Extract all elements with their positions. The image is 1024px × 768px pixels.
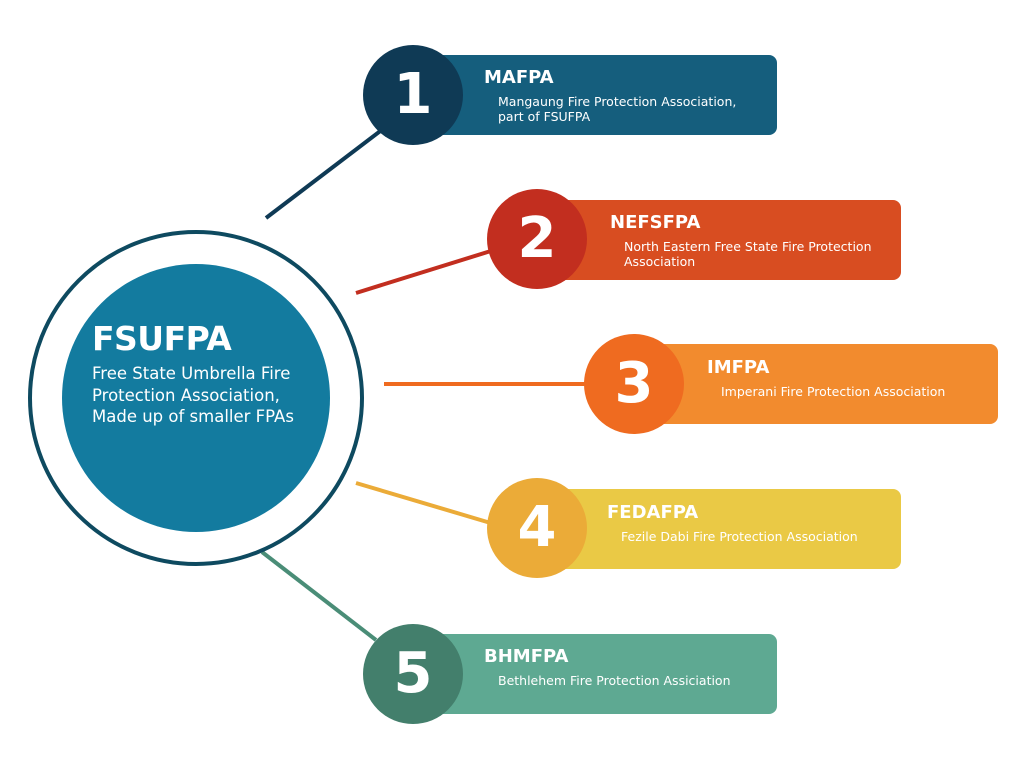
hub-description: Free State Umbrella Fire Protection Asso… — [92, 364, 294, 426]
item-abbr-2: NEFSFPA — [610, 212, 701, 233]
item-description-5: Bethlehem Fire Protection Assiciation — [498, 673, 731, 688]
item-number-circle-3: 3 — [584, 334, 684, 434]
connector-line-2 — [355, 248, 495, 295]
connector-line-5 — [260, 550, 378, 642]
item-abbr-1: MAFPA — [484, 67, 554, 88]
item-description-2: North Eastern Free State Fire Protection… — [624, 239, 872, 269]
hub-circle — [62, 264, 330, 532]
item-number-circle-1: 1 — [363, 45, 463, 145]
item-description-4: Fezile Dabi Fire Protection Association — [621, 529, 858, 544]
item-abbr-3: IMFPA — [707, 357, 770, 378]
item-description-1: Mangaung Fire Protection Association, pa… — [498, 94, 737, 124]
item-number-circle-5: 5 — [363, 624, 463, 724]
item-abbr-5: BHMFPA — [484, 646, 569, 667]
item-description-3: Imperani Fire Protection Association — [721, 384, 946, 399]
item-abbr-4: FEDAFPA — [607, 502, 699, 523]
hub-title: FSUFPA — [92, 319, 232, 358]
item-number-circle-4: 4 — [487, 478, 587, 578]
connector-line-4 — [355, 481, 495, 526]
item-number-circle-2: 2 — [487, 189, 587, 289]
connector-line-1 — [264, 127, 385, 220]
